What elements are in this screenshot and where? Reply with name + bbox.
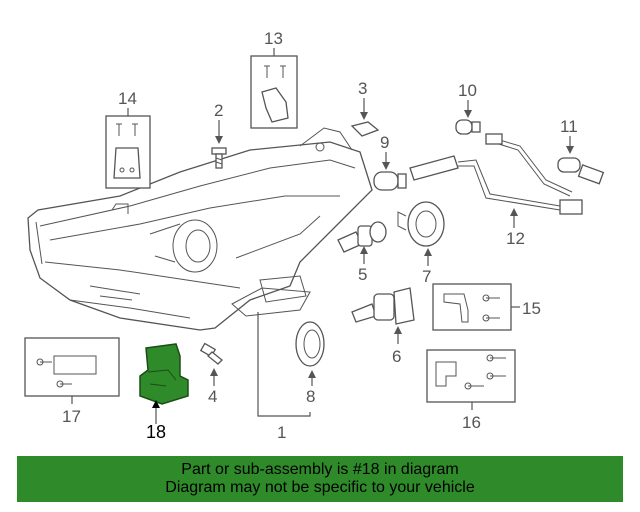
callout-1: 1 [277, 423, 286, 442]
info-banner: Part or sub-assembly is #18 in diagram D… [17, 456, 623, 502]
cap-part-8 [295, 321, 325, 367]
callout-13: 13 [264, 29, 283, 48]
bolt-part-2 [211, 147, 227, 169]
leader-1 [257, 312, 311, 417]
callout-8: 8 [306, 387, 315, 406]
kit-box-part-17 [24, 337, 120, 397]
wire-harness-part-12 [409, 133, 605, 215]
callout-4: 4 [208, 387, 217, 406]
banner-line-2: Diagram may not be specific to your vehi… [165, 479, 475, 496]
callout-2: 2 [214, 101, 223, 120]
callout-17: 17 [62, 407, 81, 426]
bracket-part-18-highlighted[interactable] [139, 343, 189, 405]
parts-diagram: 1 2 3 4 5 6 7 [24, 29, 605, 442]
callout-11: 11 [560, 117, 578, 136]
callout-9: 9 [380, 133, 389, 152]
callout-3: 3 [358, 79, 367, 98]
bulb-part-6 [351, 287, 415, 325]
callout-16: 16 [462, 413, 481, 432]
callout-10: 10 [458, 81, 477, 100]
callout-5: 5 [358, 265, 367, 284]
callout-12: 12 [506, 229, 525, 248]
kit-box-part-16 [426, 349, 516, 403]
callout-18: 18 [146, 422, 166, 442]
bulb-part-10 [455, 119, 481, 135]
bolt-part-4 [199, 342, 223, 365]
kit-box-part-13 [250, 55, 298, 129]
clip-part-3 [350, 121, 380, 137]
kit-box-part-15 [432, 283, 512, 331]
callout-7: 7 [422, 267, 431, 286]
bulb-part-5 [337, 221, 387, 253]
bulb-part-11 [557, 157, 581, 173]
callout-14: 14 [118, 89, 137, 108]
kit-box-part-14 [105, 115, 151, 189]
headlamp-assembly [27, 127, 373, 331]
banner-line-1: Part or sub-assembly is #18 in diagram [181, 461, 459, 478]
callout-6: 6 [392, 347, 401, 366]
callout-15: 15 [522, 299, 541, 318]
socket-part-7 [397, 201, 445, 247]
bulb-part-9 [373, 171, 407, 191]
